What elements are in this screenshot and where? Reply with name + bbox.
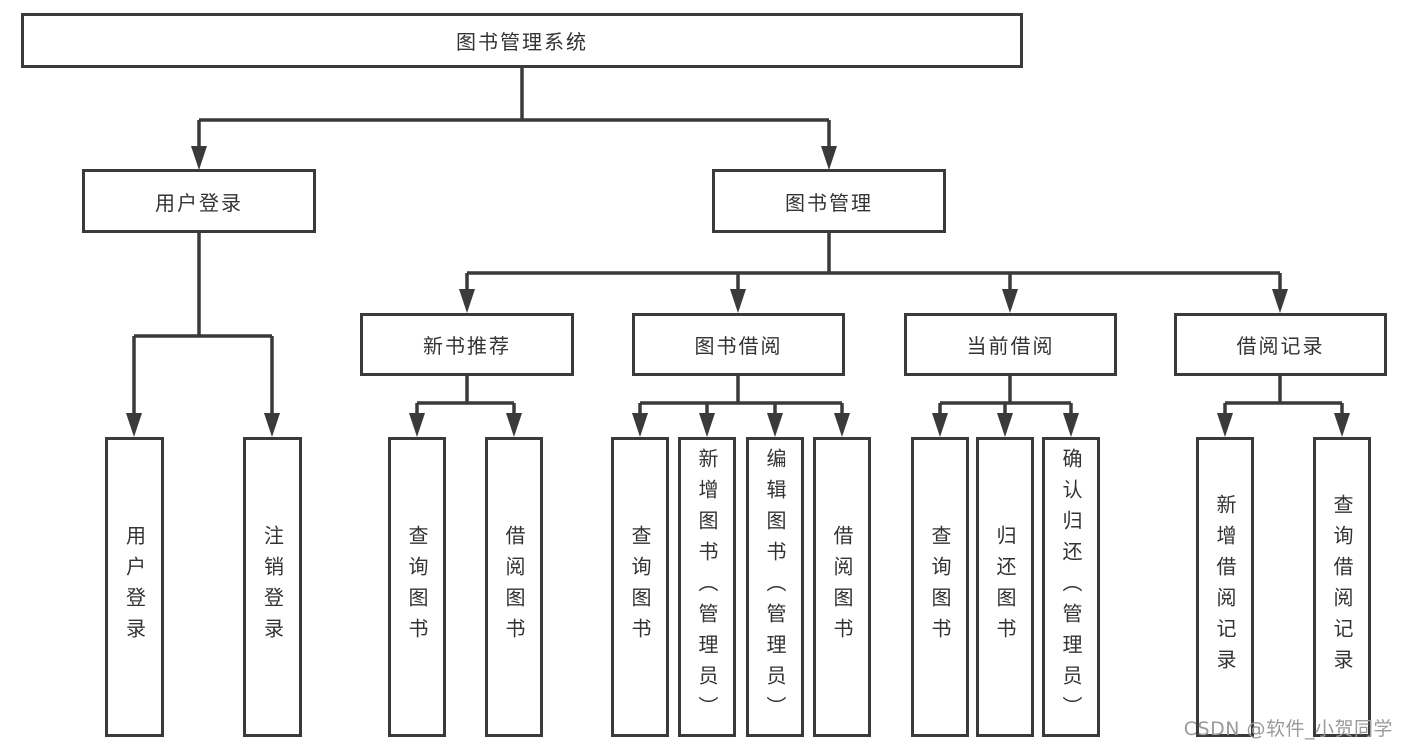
leaf-query-books-1: 查询图书 <box>388 437 446 737</box>
leaf-logout-label: 注销登录 <box>260 525 285 649</box>
node-current-borrowing: 当前借阅 <box>904 313 1117 376</box>
leaf-borrow-books-2: 借阅图书 <box>813 437 871 737</box>
leaf-logout: 注销登录 <box>243 437 302 737</box>
node-book-borrowing: 图书借阅 <box>632 313 845 376</box>
leaf-user-login: 用户登录 <box>105 437 164 737</box>
leaf-query-books-2: 查询图书 <box>611 437 669 737</box>
leaf-borrow-books-1: 借阅图书 <box>485 437 543 737</box>
leaf-query-borrow-record-label: 查询借阅记录 <box>1330 494 1354 680</box>
node-current-borrowing-label: 当前借阅 <box>966 334 1055 358</box>
node-new-book-recommend: 新书推荐 <box>360 313 574 376</box>
leaf-query-books-3: 查询图书 <box>911 437 969 737</box>
leaf-confirm-return-admin: 确认归还（管理员） <box>1042 437 1100 737</box>
leaf-edit-book-admin-label: 编辑图书（管理员） <box>763 447 787 727</box>
node-borrowing-records: 借阅记录 <box>1174 313 1387 376</box>
node-user-login: 用户登录 <box>82 169 316 233</box>
node-borrowing-records-label: 借阅记录 <box>1236 334 1325 358</box>
leaf-add-borrow-record: 新增借阅记录 <box>1196 437 1254 737</box>
connector-new-book-children <box>409 376 522 437</box>
node-book-management-label: 图书管理 <box>785 190 873 215</box>
node-library-system-label: 图书管理系统 <box>456 30 588 54</box>
leaf-confirm-return-admin-label: 确认归还（管理员） <box>1059 447 1083 727</box>
leaf-user-login-label: 用户登录 <box>122 525 147 649</box>
node-new-book-recommend-label: 新书推荐 <box>423 334 511 358</box>
connector-user-login-children <box>126 232 280 437</box>
leaf-add-book-admin-label: 新增图书（管理员） <box>695 447 719 727</box>
leaf-add-borrow-record-label: 新增借阅记录 <box>1213 494 1237 680</box>
leaf-return-books-label: 归还图书 <box>993 525 1017 649</box>
leaf-query-books-1-label: 查询图书 <box>405 525 429 649</box>
leaf-query-books-2-label: 查询图书 <box>628 525 652 649</box>
leaf-borrow-books-2-label: 借阅图书 <box>830 525 854 649</box>
connector-book-management-children <box>459 232 1288 313</box>
leaf-edit-book-admin: 编辑图书（管理员） <box>746 437 804 737</box>
watermark: CSDN @软件_小贺同学 <box>1183 718 1393 740</box>
node-book-management: 图书管理 <box>712 169 946 233</box>
connector-root-to-level2 <box>191 68 837 170</box>
node-library-system: 图书管理系统 <box>21 13 1023 68</box>
leaf-query-books-3-label: 查询图书 <box>928 525 952 649</box>
node-book-borrowing-label: 图书借阅 <box>694 334 783 358</box>
node-user-login-label: 用户登录 <box>155 190 243 215</box>
connector-book-borrowing-children <box>632 376 850 437</box>
connector-borrowing-records-children <box>1217 376 1350 437</box>
leaf-return-books: 归还图书 <box>976 437 1034 737</box>
leaf-borrow-books-1-label: 借阅图书 <box>502 525 526 649</box>
leaf-add-book-admin: 新增图书（管理员） <box>678 437 736 737</box>
leaf-query-borrow-record: 查询借阅记录 <box>1313 437 1371 737</box>
connector-current-borrowing-children <box>932 376 1079 437</box>
